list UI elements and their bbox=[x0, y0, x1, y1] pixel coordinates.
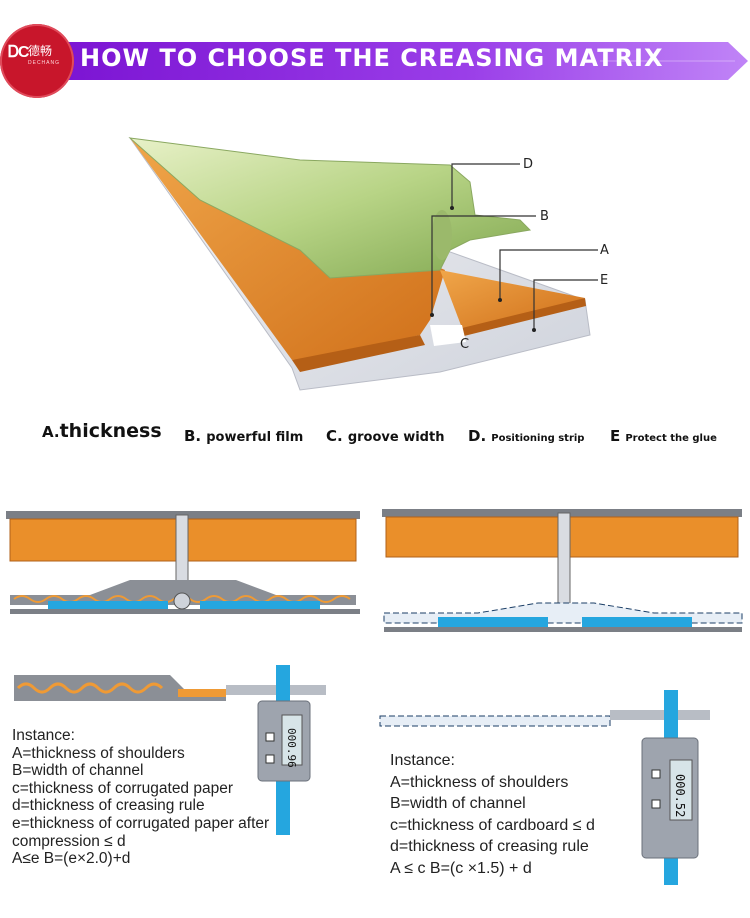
logo-mark-icon: ᎠС bbox=[8, 44, 28, 62]
caliper-upper-jaw-right bbox=[610, 710, 710, 720]
caliper-reading-left: 000.96 bbox=[285, 728, 298, 768]
compressed-paper-sample bbox=[14, 675, 226, 701]
matrix-shoulder-right-2 bbox=[582, 617, 692, 627]
legend-d: D. Positioning strip bbox=[468, 426, 584, 445]
left-cross-section bbox=[0, 505, 370, 620]
right-cross-section bbox=[378, 505, 748, 640]
cardboard-sample bbox=[380, 716, 610, 726]
callout-c: C bbox=[460, 337, 469, 352]
callout-e: E bbox=[600, 273, 608, 288]
logo-english-name: DECHANG bbox=[28, 60, 60, 66]
caliper-button-3 bbox=[652, 770, 660, 778]
logo-chinese-name: 德畅 bbox=[28, 42, 52, 59]
legend-a: A.thickness bbox=[42, 420, 162, 442]
creasing-matrix-diagram: D B A E C bbox=[0, 120, 750, 420]
bottom-plate-right bbox=[384, 627, 742, 632]
creasing-rule-right bbox=[558, 513, 570, 613]
bottom-steel-plate bbox=[10, 609, 360, 614]
legend-c: C. groove width bbox=[326, 426, 444, 445]
page-title: HOW TO CHOOSE THE CREASING MATRIX bbox=[80, 44, 664, 72]
matrix-shoulder-left bbox=[48, 601, 168, 609]
company-logo: ᎠС 德畅 DECHANG bbox=[0, 24, 74, 98]
matrix-shoulder-right bbox=[200, 601, 320, 609]
callout-b: B bbox=[540, 209, 549, 224]
strip-stem bbox=[432, 210, 452, 260]
legend-b: B. powerful film bbox=[184, 426, 303, 445]
legend-e: E Protect the glue bbox=[610, 426, 717, 445]
matrix-shoulder-right-1 bbox=[438, 617, 548, 627]
callout-d: D bbox=[523, 157, 533, 172]
right-notes: Instance: A=thickness of shoulders B=wid… bbox=[390, 750, 595, 879]
header-banner: ᎠС 德畅 DECHANG HOW TO CHOOSE THE CREASING… bbox=[0, 0, 750, 120]
callout-a: A bbox=[600, 243, 609, 258]
caliper-button-4 bbox=[652, 800, 660, 808]
caliper-reading-right: 000.52 bbox=[673, 774, 687, 817]
left-notes: Instance: A=thickness of shoulders B=wid… bbox=[12, 727, 269, 868]
